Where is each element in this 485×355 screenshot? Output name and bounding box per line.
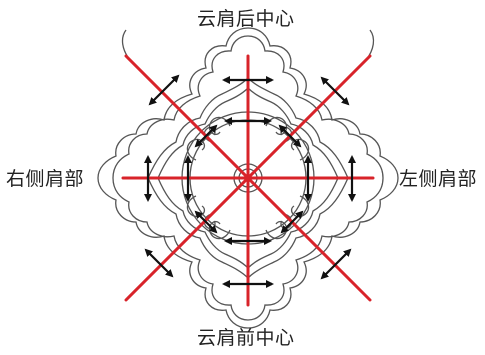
double-headed-arrow-icons <box>144 74 356 288</box>
double-headed-arrow-icon <box>144 248 174 278</box>
double-headed-arrow-icon <box>194 210 218 234</box>
label-left-shoulder: 左侧肩部 <box>399 168 478 190</box>
outer-cloud-outline <box>97 27 399 329</box>
label-right-shoulder: 右侧肩部 <box>6 168 85 190</box>
double-headed-arrow-icon <box>148 74 180 106</box>
double-headed-arrow-icon <box>320 76 350 106</box>
label-front-center: 云肩前中心 <box>197 327 295 349</box>
double-headed-arrow-icon <box>278 124 302 148</box>
outer-cloud-inner-outline <box>112 35 384 321</box>
double-headed-arrow-icon <box>194 124 218 148</box>
double-headed-arrow-icon <box>320 248 352 280</box>
double-headed-arrow-icon <box>280 210 304 234</box>
label-back-center: 云肩后中心 <box>197 8 295 30</box>
